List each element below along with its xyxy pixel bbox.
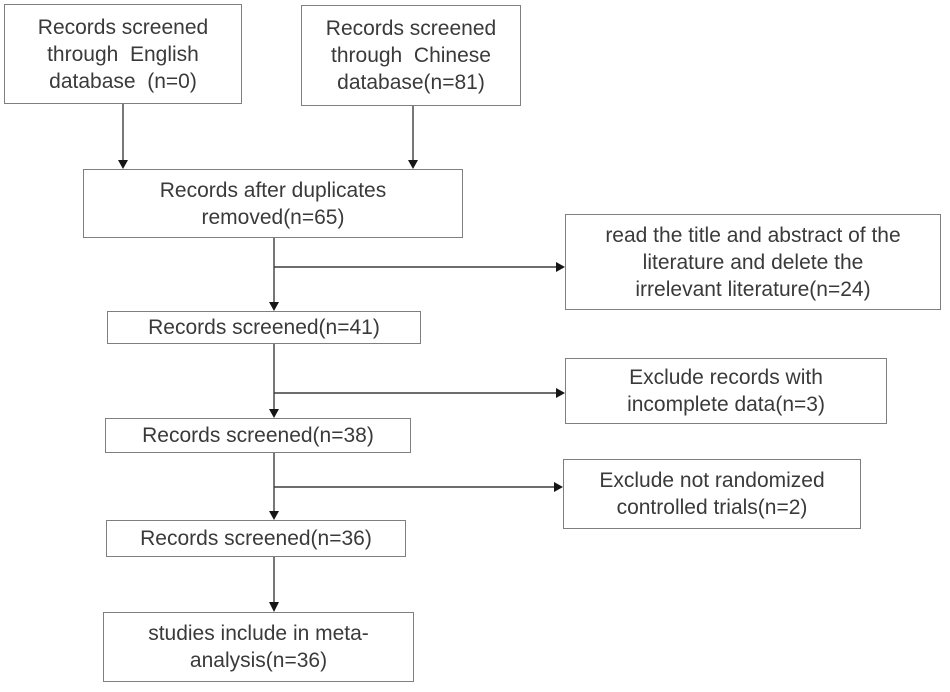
arrow-screened36-to-meta-analysis bbox=[269, 557, 279, 612]
node-records-chinese-database: Records screened through Chinese databas… bbox=[301, 5, 521, 106]
node-label: Records after duplicates removed(n=65) bbox=[159, 178, 387, 229]
node-label: Exclude not randomized controlled trials… bbox=[599, 469, 825, 519]
node-records-screened-38: Records screened(n=38) bbox=[105, 418, 411, 453]
node-incomplete-data-excluded: Exclude records with incomplete data(n=3… bbox=[565, 358, 887, 424]
arrow-screened38-to-screened36 bbox=[269, 453, 279, 520]
arrow-screened41-to-screened38 bbox=[269, 344, 279, 418]
arrow-branch-incomplete-data-excluded bbox=[274, 388, 565, 398]
node-label: studies include in meta- analysis(n=36) bbox=[148, 622, 369, 672]
arrow-chinese-to-duplicates bbox=[408, 106, 418, 169]
node-duplicates-removed: Records after duplicates removed(n=65) bbox=[83, 169, 463, 238]
node-not-rct-excluded: Exclude not randomized controlled trials… bbox=[563, 459, 861, 529]
node-label: Records screened(n=38) bbox=[142, 424, 374, 447]
node-records-screened-36: Records screened(n=36) bbox=[106, 520, 406, 557]
node-label: read the title and abstract of the liter… bbox=[605, 223, 901, 301]
arrow-duplicates-to-screened41 bbox=[269, 238, 279, 311]
node-label: Exclude records with incomplete data(n=3… bbox=[627, 366, 825, 416]
node-label: Records screened(n=41) bbox=[148, 316, 380, 339]
node-meta-analysis-included: studies include in meta- analysis(n=36) bbox=[103, 612, 414, 682]
arrow-branch-not-rct-excluded bbox=[274, 482, 563, 492]
arrow-branch-title-abstract-excluded bbox=[274, 262, 565, 272]
node-records-screened-41: Records screened(n=41) bbox=[107, 311, 421, 344]
node-label: Records screened through Chinese databas… bbox=[325, 17, 497, 94]
arrow-english-to-duplicates bbox=[118, 104, 128, 169]
node-title-abstract-excluded: read the title and abstract of the liter… bbox=[565, 214, 941, 310]
node-label: Records screened(n=36) bbox=[140, 527, 372, 550]
node-records-english-database: Records screened through English databas… bbox=[4, 4, 242, 104]
node-label: Records screened through English databas… bbox=[37, 15, 209, 93]
